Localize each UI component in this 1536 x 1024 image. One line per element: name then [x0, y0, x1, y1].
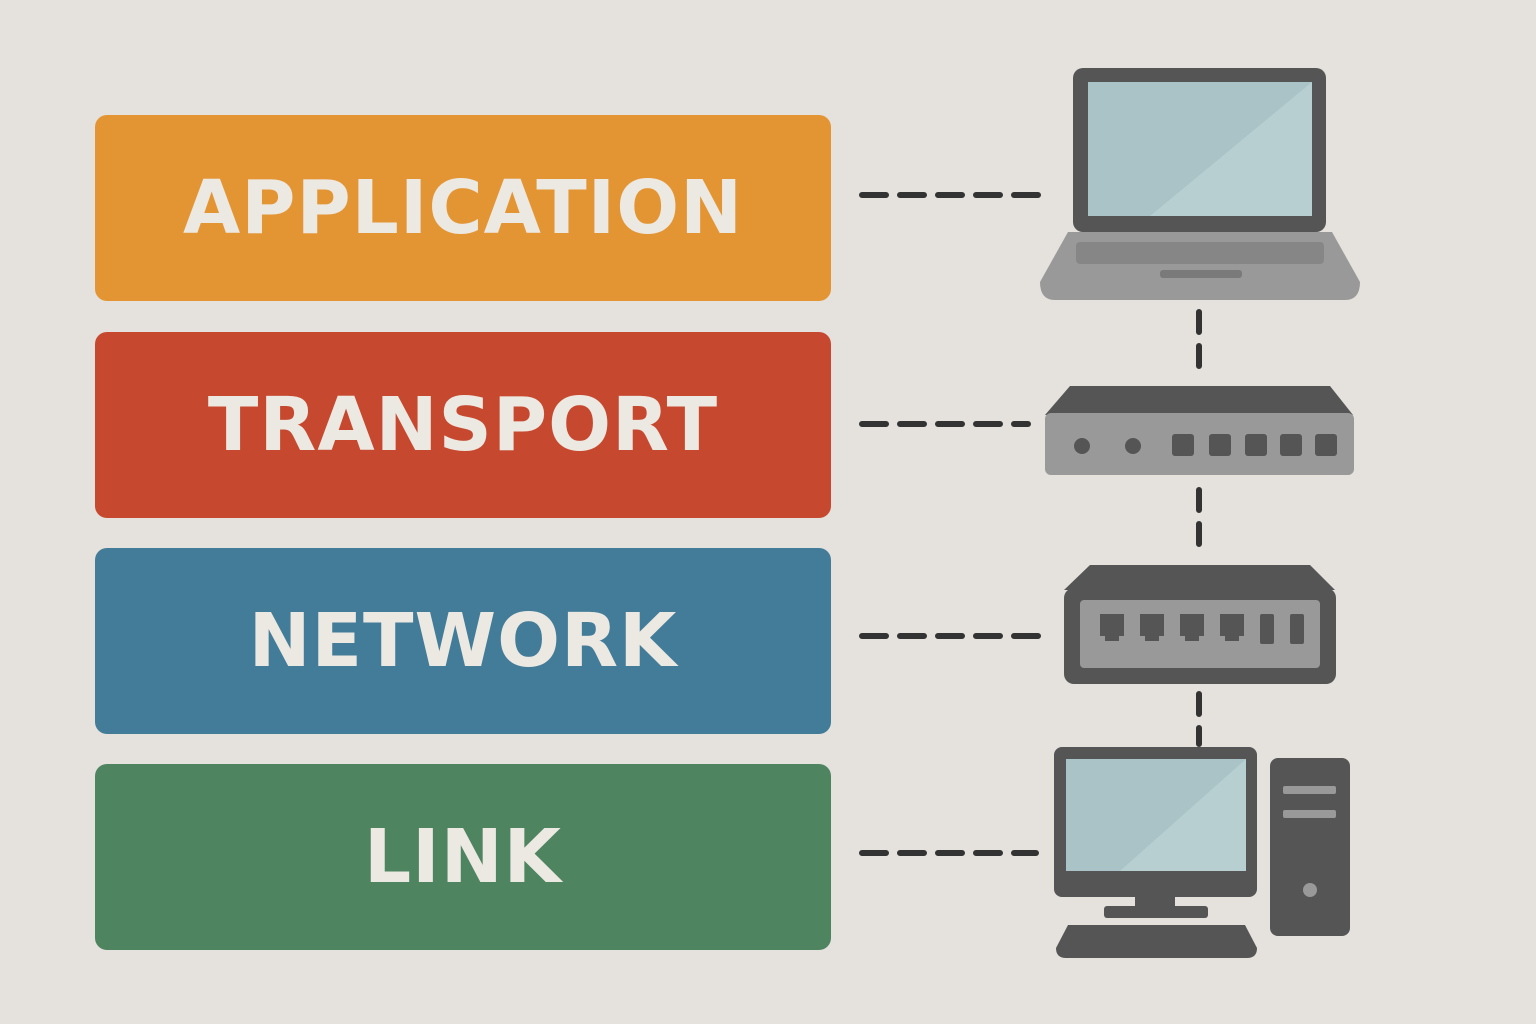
layer-link-label: LINK [364, 814, 562, 900]
layer-application: APPLICATION [95, 115, 831, 301]
router-icon [1045, 386, 1354, 475]
switch-icon [1064, 565, 1336, 684]
layer-network: NETWORK [95, 548, 831, 734]
layer-transport-label: TRANSPORT [207, 382, 719, 468]
laptop-icon [1040, 68, 1360, 300]
layer-network-label: NETWORK [248, 598, 678, 684]
layer-application-label: APPLICATION [182, 165, 744, 251]
layer-link: LINK [95, 764, 831, 950]
layer-transport: TRANSPORT [95, 332, 831, 518]
desktop-computer-icon [1054, 747, 1350, 958]
